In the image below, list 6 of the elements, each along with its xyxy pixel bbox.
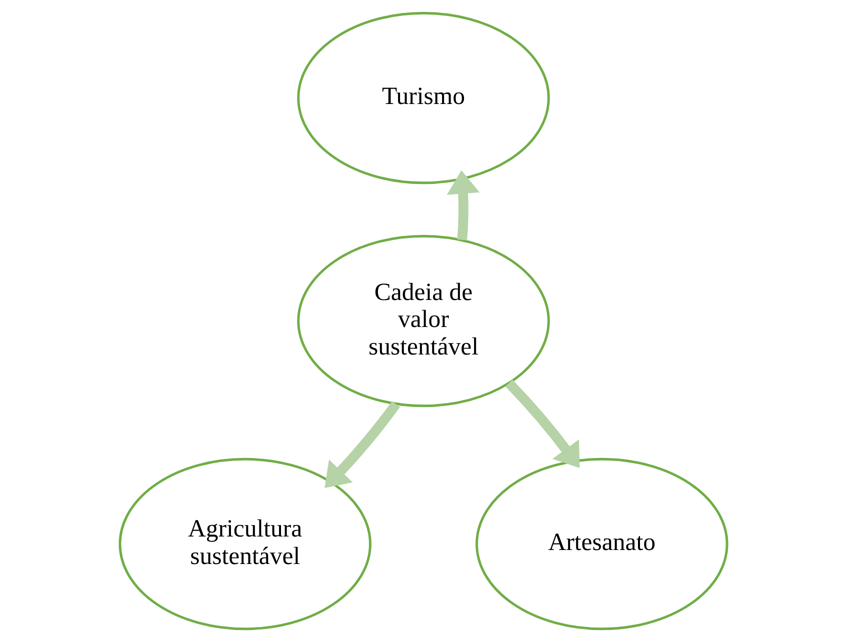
node-ellipse: Artesanato [475,458,728,630]
arrow [446,170,480,240]
arrow [324,401,400,488]
node-ellipse: Cadeia de valor sustentável [296,234,550,408]
arrow [504,380,580,468]
node-ellipse: Turismo [296,12,550,184]
